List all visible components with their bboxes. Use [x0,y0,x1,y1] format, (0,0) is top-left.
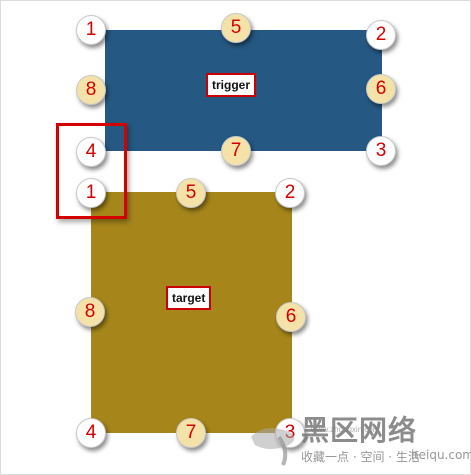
target-marker-7: 7 [176,418,206,448]
target-label: target [166,286,212,310]
trigger-marker-2: 2 [366,20,396,50]
trigger-marker-3: 3 [366,136,396,166]
trigger-marker-1: 1 [76,15,106,45]
trigger-marker-6: 6 [366,74,396,104]
trigger-label: trigger [206,73,257,97]
watermark-site: heiqu.com [411,448,471,462]
watermark-tagline: 收藏一点 · 空间 · 生活 [301,450,420,464]
target-marker-4: 4 [76,418,106,448]
trigger-marker-7: 7 [221,136,251,166]
watermark-url: www.zhongxin.com [311,425,380,434]
target-marker-1: 1 [76,178,106,208]
target-marker-5: 5 [176,178,206,208]
target-box [91,192,292,433]
target-marker-8: 8 [75,297,105,327]
trigger-marker-5: 5 [221,13,251,43]
target-marker-2: 2 [275,178,305,208]
watermark-main: 黑区网络 [301,414,418,447]
trigger-marker-8: 8 [76,75,106,105]
target-marker-6: 6 [276,302,306,332]
trigger-marker-4: 4 [76,137,106,167]
highlight-box [56,123,127,219]
watermark-logo [251,428,295,466]
